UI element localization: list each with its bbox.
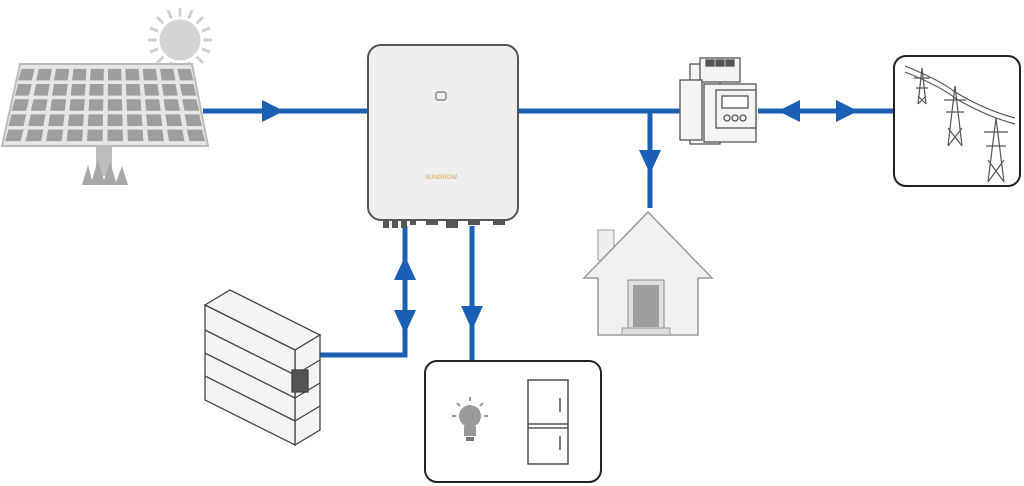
- solar-cell: [186, 129, 205, 142]
- solar-cell: [125, 84, 141, 96]
- solar-cell: [163, 99, 180, 111]
- flow-inverter-battery: [318, 226, 408, 358]
- solar-cell: [126, 114, 143, 126]
- solar-cell: [69, 99, 85, 111]
- solar-cell: [160, 68, 176, 81]
- solar-cell: [52, 84, 68, 96]
- house-icon: [582, 210, 714, 336]
- solar-cell: [161, 84, 178, 96]
- solar-cell: [167, 129, 185, 142]
- arrow-up-icon: [394, 256, 416, 280]
- solar-cell: [107, 114, 123, 126]
- solar-cell: [107, 129, 124, 142]
- sungrow-logo: SUNGROW: [425, 175, 457, 181]
- solar-cell: [72, 68, 87, 81]
- sun-icon: [148, 8, 212, 72]
- solar-cell: [18, 68, 35, 81]
- solar-cell: [28, 114, 46, 126]
- solar-cell: [107, 84, 122, 96]
- solar-cell: [5, 129, 24, 142]
- arrow-down-icon: [461, 306, 483, 330]
- solar-cell: [144, 99, 161, 111]
- solar-cell: [87, 129, 103, 142]
- solar-cell: [14, 84, 32, 96]
- solar-cell: [179, 84, 197, 96]
- arrow-right-icon: [262, 100, 284, 122]
- solar-cell: [70, 84, 86, 96]
- solar-cell: [36, 68, 52, 81]
- solar-cell: [147, 129, 165, 142]
- flow-lines: [203, 108, 893, 362]
- solar-cell: [88, 99, 104, 111]
- inverter-icon: SUNGROW: [367, 44, 519, 228]
- solar-cell: [107, 99, 123, 111]
- refrigerator-icon: [527, 379, 569, 465]
- solar-panel-icon: [0, 63, 210, 185]
- flow-arrows: [262, 100, 858, 334]
- solar-cell: [66, 129, 83, 142]
- light-bulb-icon: [452, 397, 488, 441]
- solar-cell: [184, 114, 203, 126]
- door-icon: [633, 285, 659, 327]
- solar-cell: [11, 99, 30, 111]
- arrow-right-icon: [836, 100, 858, 122]
- led-indicator-icon: [435, 91, 447, 101]
- solar-cell: [33, 84, 50, 96]
- solar-cell: [177, 68, 194, 81]
- power-grid-tower-icon: [893, 55, 1021, 187]
- solar-cell: [143, 84, 160, 96]
- solar-cell: [127, 129, 144, 142]
- solar-cell: [89, 84, 104, 96]
- battery-stack-icon: [203, 289, 322, 447]
- solar-cell: [48, 114, 65, 126]
- loads-box: [424, 360, 602, 483]
- arrow-left-icon: [778, 100, 800, 122]
- solar-cell: [89, 68, 104, 81]
- solar-cell: [182, 99, 200, 111]
- solar-cell: [107, 68, 122, 81]
- solar-cell: [146, 114, 163, 126]
- solar-cell: [67, 114, 84, 126]
- solar-cell: [8, 114, 27, 126]
- solar-cell: [30, 99, 48, 111]
- solar-cell: [46, 129, 64, 142]
- solar-cell: [87, 114, 104, 126]
- energy-meter-icon: [679, 57, 757, 145]
- solar-cell: [142, 68, 158, 81]
- solar-cell: [126, 99, 142, 111]
- solar-cell: [165, 114, 183, 126]
- solar-cell: [50, 99, 67, 111]
- solar-cell: [25, 129, 44, 142]
- arrow-down-icon: [639, 150, 661, 174]
- solar-cell: [54, 68, 70, 81]
- solar-cell: [125, 68, 140, 81]
- arrow-down-icon: [394, 310, 416, 334]
